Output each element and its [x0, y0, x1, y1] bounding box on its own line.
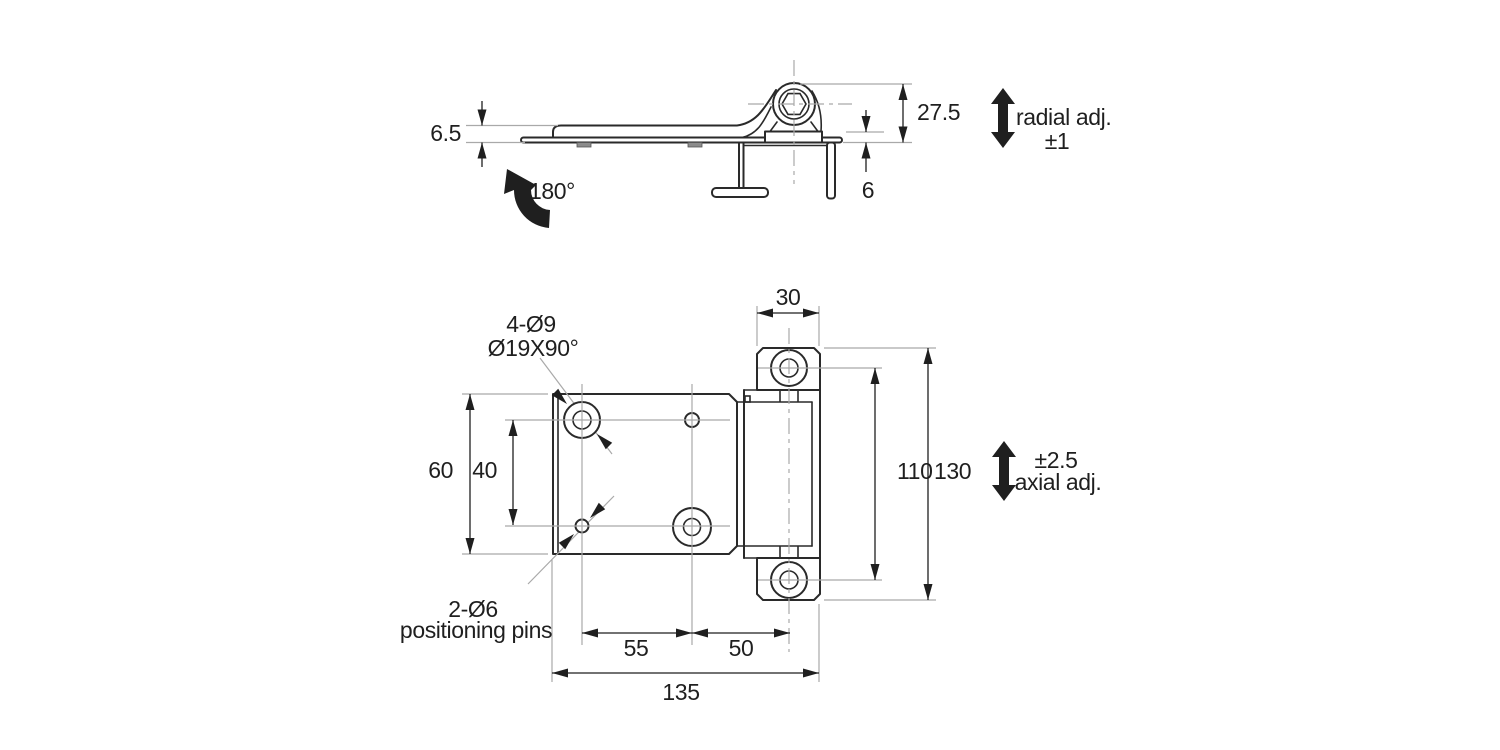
dim-30-arrow-right — [803, 308, 819, 318]
pin-note-line2: positioning pins — [400, 617, 552, 643]
pin-arrow-lower — [558, 534, 574, 550]
rotation-annotation: 180° — [504, 169, 575, 228]
dim-130-arrow-up — [923, 348, 933, 364]
dim-60-arrow-up — [465, 394, 475, 410]
dim-40-label: 40 — [472, 457, 497, 483]
dim-6-5-arrow-down — [477, 109, 487, 126]
plan-view: 30 60 40 110 1 — [400, 284, 1102, 705]
dim-30-label: 30 — [776, 284, 801, 310]
plan-top-lug-notch — [744, 395, 751, 403]
dim-27-5-arrow-down — [898, 126, 908, 143]
dim-55-arrow-left — [582, 628, 598, 638]
dim-6-5-label: 6.5 — [430, 120, 461, 146]
side-bracket-foot — [711, 187, 769, 198]
dim-55-label: 55 — [624, 635, 649, 661]
dim-6-5-arrow-up — [477, 142, 487, 159]
side-positioning-pin-right — [687, 142, 703, 148]
dim-130-arrow-down — [923, 584, 933, 600]
dim-6-label: 6 — [862, 177, 874, 203]
side-view: 6.5 27.5 6 180° radial adj. ± — [430, 60, 1112, 228]
dim-50-arrow-left — [692, 628, 708, 638]
side-bracket-web — [738, 141, 745, 190]
radial-adjustment-note: radial adj. ±1 — [991, 88, 1112, 154]
dim-30-arrow-left — [757, 308, 773, 318]
dim-50-arrow-right — [774, 628, 790, 638]
dim-6-arrow-up — [861, 142, 871, 159]
dim-135-arrow-right — [803, 668, 819, 678]
dim-knuckle-height-27-5: 27.5 — [800, 83, 961, 144]
plan-top-lug-step — [736, 389, 821, 403]
dim-pin-spacing-40: 40 — [472, 420, 518, 525]
side-positioning-pin-left — [576, 142, 592, 148]
dim-135-ext — [551, 560, 820, 682]
dim-55-arrow-right — [676, 628, 692, 638]
plan-centerlines — [505, 328, 882, 652]
dim-27-5-label: 27.5 — [917, 99, 960, 125]
dim-130-ext — [824, 347, 936, 601]
dim-135-arrow-left — [552, 668, 568, 678]
countersink-note-line2: Ø19X90° — [488, 335, 579, 361]
dim-130-label: 130 — [934, 458, 971, 484]
countersink-note: 4-Ø9 Ø19X90° — [488, 311, 579, 361]
side-moving-leaf-inner-curve — [741, 106, 772, 139]
dim-bracket-offset-6: 6 — [846, 110, 884, 203]
axial-adjustment-arrow-icon — [992, 441, 1016, 501]
side-fixed-plate — [520, 136, 843, 144]
dim-bracket-height-130: 130 — [824, 347, 972, 601]
pin-note-line1: 2-Ø6 — [448, 596, 498, 622]
axial-adjustment-label: axial adj. — [1015, 469, 1102, 495]
dim-6-arrow-down — [861, 116, 871, 132]
positioning-pin-note: 2-Ø6 positioning pins — [400, 596, 553, 643]
radial-adjustment-label: radial adj. — [1016, 104, 1111, 130]
dim-27-5-arrow-up — [898, 84, 908, 100]
dim-plate-length-135: 135 — [551, 560, 820, 705]
radial-adjustment-tolerance: ±1 — [1045, 128, 1070, 154]
radial-adjustment-arrow-icon — [991, 88, 1015, 148]
rotation-curved-arrow-icon — [504, 169, 550, 228]
dim-135-label: 135 — [662, 679, 699, 705]
axial-adjustment-tolerance: ±2.5 — [1035, 447, 1078, 473]
side-moving-leaf — [552, 89, 777, 139]
countersink-arrow-lower — [597, 434, 613, 450]
dim-60-label: 60 — [428, 457, 453, 483]
dim-50-label: 50 — [729, 635, 754, 661]
plan-bottom-lug-step — [736, 545, 821, 559]
rotation-angle-label: 180° — [529, 178, 575, 204]
countersink-arrow-upper — [551, 388, 567, 404]
dim-lug-width-30: 30 — [756, 284, 820, 346]
dim-40-arrow-up — [508, 420, 518, 436]
axial-adjustment-note: ±2.5 axial adj. — [992, 441, 1102, 501]
dim-plate-width-60: 60 — [428, 393, 548, 555]
dim-hole-spacing-55-50: 55 50 — [582, 628, 790, 661]
dim-60-arrow-down — [465, 538, 475, 554]
dim-screw-spacing-110: 110 — [870, 368, 933, 580]
countersink-note-line1: 4-Ø9 — [506, 311, 556, 337]
dim-thickness-6-5: 6.5 — [430, 101, 558, 167]
dim-40-arrow-down — [508, 509, 518, 525]
plan-bottom-lug — [736, 545, 821, 601]
dim-110-arrow-down — [870, 564, 880, 580]
dim-110-arrow-up — [870, 368, 880, 384]
plan-top-lug — [736, 347, 821, 403]
pin-arrow-upper — [590, 502, 606, 518]
side-door-bracket — [711, 141, 836, 200]
side-knuckle-slants — [769, 121, 819, 133]
dim-110-label: 110 — [897, 458, 932, 484]
dim-60-ext — [462, 393, 548, 555]
side-knuckle-right-curve — [811, 90, 823, 132]
side-bracket-leg — [826, 141, 836, 200]
